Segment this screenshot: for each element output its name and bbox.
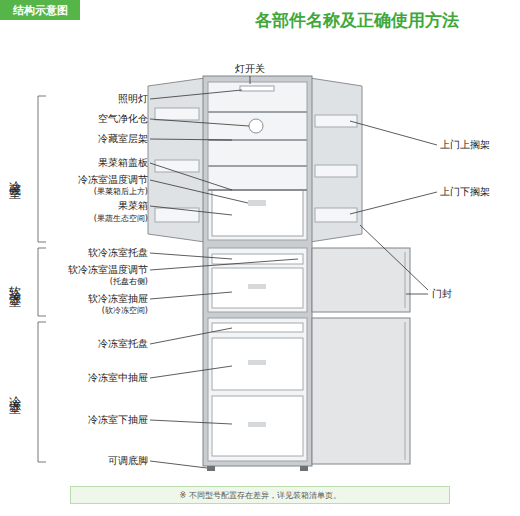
drawer: [212, 268, 303, 308]
soft-freezer-door: [312, 248, 410, 312]
tray: [212, 254, 303, 264]
part-label: 冷藏室层架: [98, 133, 148, 145]
section-label: 软冷冻室: [8, 248, 22, 316]
part-label: 门封: [432, 288, 452, 300]
door-seal: [405, 252, 406, 308]
part-label: 冷冻室托盘: [98, 338, 148, 350]
part-label: 上门上搁架: [440, 139, 490, 151]
right-door: [310, 78, 362, 242]
part-label: 可调底脚: [108, 455, 148, 467]
foot: [300, 466, 308, 471]
part-label: 上门下搁架: [440, 186, 490, 198]
section-label: 冷藏室: [8, 140, 22, 210]
temp-control: [248, 200, 266, 206]
freezer-door: [312, 318, 410, 464]
part-label: (软冷冻空间): [102, 306, 148, 316]
door-shelf: [155, 160, 199, 172]
soft-freezer: [208, 248, 307, 312]
door-shelf: [315, 165, 357, 177]
drawer: [212, 338, 303, 390]
drawer: [212, 396, 303, 456]
shelf: [208, 111, 307, 113]
door-seal: [405, 322, 406, 460]
part-label: 果菜箱盖板: [98, 157, 148, 169]
part-label: 软冷冻室抽屉: [88, 293, 148, 305]
door-shelf: [315, 208, 357, 222]
crisper-cover: [208, 189, 307, 191]
part-label: 冷冻室温度调节: [78, 174, 148, 186]
brackets: [38, 96, 46, 462]
fridge-body: [203, 76, 312, 466]
left-door: [148, 78, 205, 242]
note-box: ※ 不同型号配置存在差异，详见装箱清单页。: [70, 486, 450, 504]
air-purifier: [249, 119, 263, 133]
tray: [212, 323, 303, 332]
part-label: 照明灯: [118, 93, 148, 105]
leader-lines: [150, 76, 437, 468]
part-label: 软冷冻室温度调节: [68, 264, 148, 276]
node-text: 结构示意图: [13, 3, 68, 18]
page-title: 各部件名称及正确使用方法: [255, 10, 459, 30]
fridge-compartment: [208, 82, 307, 240]
part-label: 果菜箱: [118, 200, 148, 212]
freezer: [208, 318, 307, 461]
part-label: 灯开关: [235, 63, 265, 75]
drawer-handle: [248, 284, 266, 289]
door-shelf: [155, 208, 199, 222]
part-label: (果蔬生态空间): [94, 214, 148, 224]
light: [240, 86, 274, 91]
part-label: 冷冻室下抽屉: [88, 414, 148, 426]
node-text: ※ 不同型号配置存在差异，详见装箱清单页。: [179, 490, 340, 501]
section-tab: 结构示意图: [0, 0, 80, 20]
part-label: 空气净化仓: [98, 113, 148, 125]
section-label: 冷冻室: [8, 355, 22, 425]
drawer-handle: [248, 360, 266, 365]
part-label: 软冷冻室托盘: [88, 247, 148, 259]
part-label: (果菜箱后上方): [94, 187, 148, 197]
foot: [207, 466, 215, 471]
shelf: [208, 165, 307, 167]
part-label: 冷冻室中抽屉: [88, 372, 148, 384]
part-label: (托盘右侧): [110, 277, 148, 287]
door-shelf: [155, 108, 199, 120]
drawer-handle: [248, 422, 266, 427]
crisper-box: [212, 190, 303, 236]
